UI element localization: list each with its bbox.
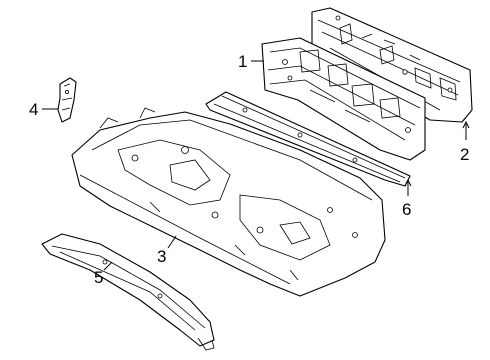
rear-floor-pan-part	[71, 107, 386, 297]
leader-lines	[42, 60, 470, 271]
inner-rear-panel-part	[261, 37, 426, 161]
callout-3: 3	[157, 247, 166, 266]
cross-member-part	[205, 91, 411, 187]
leader-3	[167, 235, 177, 249]
callout-5: 5	[94, 268, 103, 287]
callout-1: 1	[238, 52, 247, 71]
callout-4: 4	[29, 100, 38, 119]
arrow-2	[462, 120, 470, 129]
leader-5	[103, 261, 113, 271]
callout-6: 6	[402, 200, 411, 219]
bracket-part	[57, 77, 77, 123]
callout-2: 2	[460, 145, 469, 164]
lower-rail-part	[41, 233, 215, 351]
arrow-6	[404, 178, 412, 187]
